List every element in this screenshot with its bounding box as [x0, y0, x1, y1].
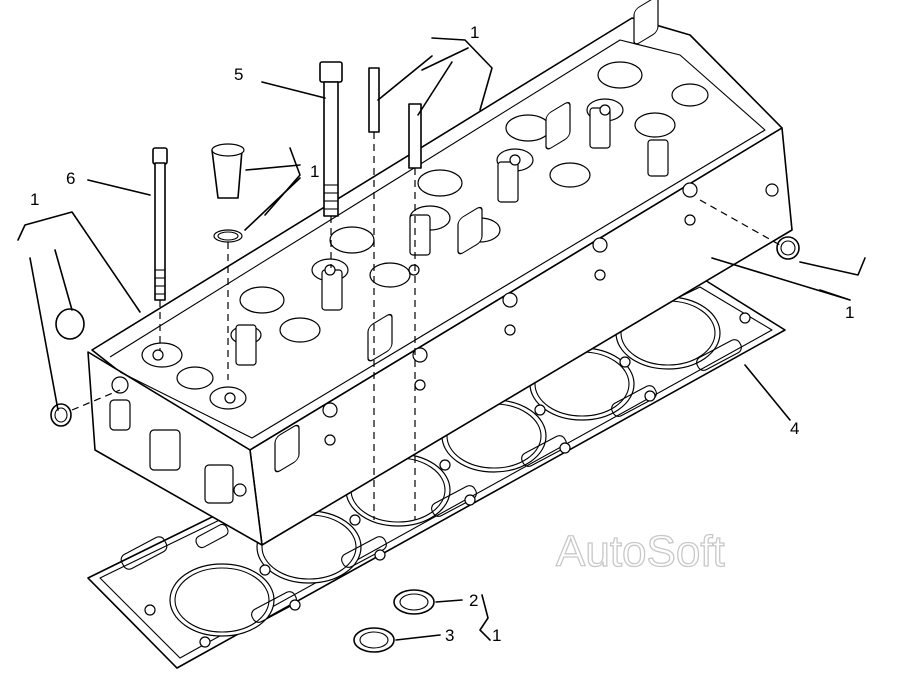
callout-1-right: 1	[845, 303, 854, 322]
injector-sleeve-part	[211, 143, 245, 380]
core-plugs	[50, 199, 800, 427]
callout-1-bottom: 1	[492, 626, 501, 645]
end-face-details	[109, 376, 247, 504]
callout-1-middle: 1	[310, 162, 319, 181]
head-bolt-5	[319, 61, 343, 268]
head-bolt-6	[152, 147, 168, 350]
callout-2: 2	[469, 591, 478, 610]
callout-1-top: 1	[470, 23, 479, 42]
bolt-holes-top	[152, 104, 611, 404]
callout-4: 4	[790, 419, 799, 438]
callout-1-left: 1	[30, 190, 39, 209]
callout-3: 3	[445, 626, 454, 645]
callout-labels: 1 5 1 6 1 1 4 2 3 1	[30, 23, 854, 645]
leader-lines	[17, 37, 866, 641]
gasket-bolt-holes	[144, 281, 751, 648]
callout-5: 5	[234, 65, 243, 84]
watermark: AutoSoft	[556, 527, 725, 576]
callout-6: 6	[66, 169, 75, 188]
seal-rings	[353, 589, 435, 653]
cylinder-head	[87, 0, 793, 546]
dowel-pins	[368, 67, 422, 520]
